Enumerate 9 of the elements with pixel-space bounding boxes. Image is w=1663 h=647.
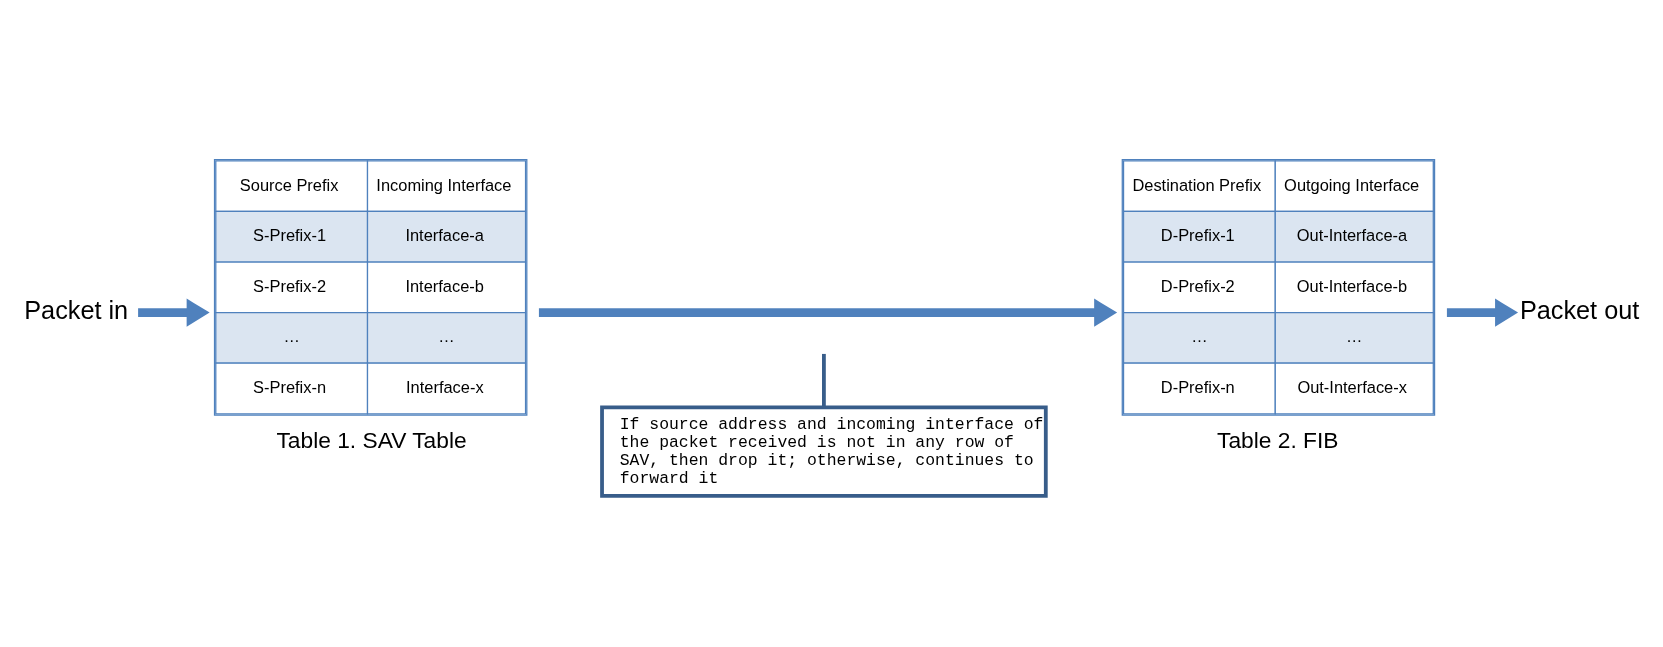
node-label: Table 2. FIB [1217,426,1339,453]
node-box: If source address and incoming interface of the packet received is not in any row of SAV, then drop it; otherwise, continues to forward it [600,405,1048,498]
arrow [538,298,1118,327]
arrow [1446,298,1519,327]
node-text: Packet in [24,295,129,324]
node-label: Table 1. SAV Table [276,426,467,453]
node-text: Packet out [1519,295,1640,324]
arrow [138,298,210,327]
connector [822,353,826,407]
